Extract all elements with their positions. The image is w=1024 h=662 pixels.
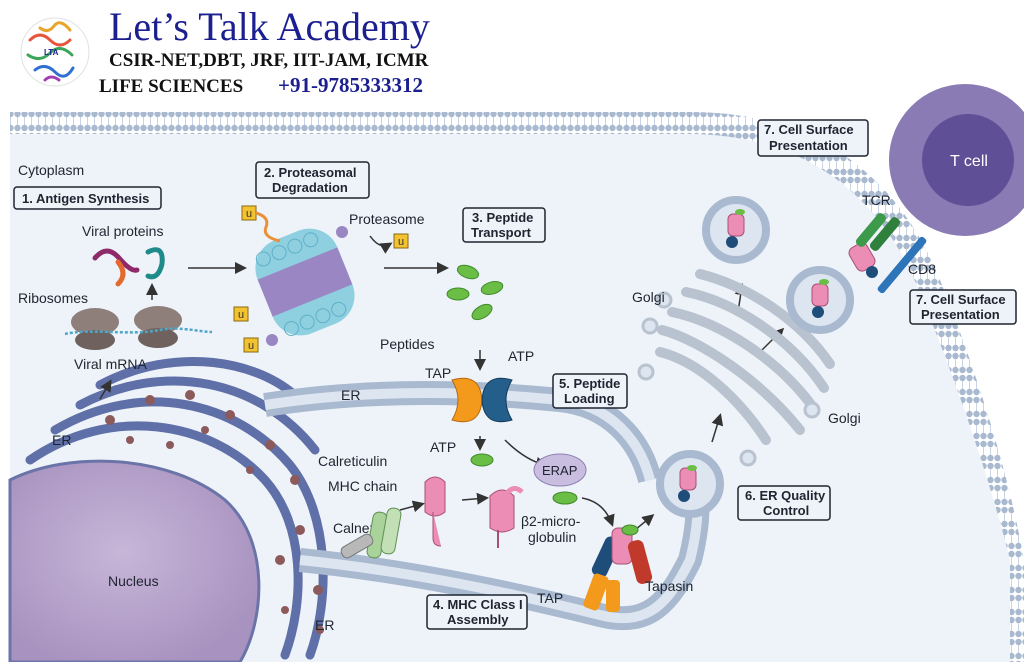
er-left-label: ER xyxy=(52,432,71,448)
ribosomes-label: Ribosomes xyxy=(18,290,88,306)
step-3-box: 3. Peptide Transport xyxy=(462,207,546,243)
erap-enzyme: ERAP xyxy=(533,453,587,487)
proteasome xyxy=(255,226,355,346)
step-7b-label-line1: 7. Cell Surface xyxy=(916,292,1006,307)
golgi-right-label: Golgi xyxy=(828,410,861,426)
step-7a-box: 7. Cell Surface Presentation xyxy=(757,119,869,157)
step-4-label-line2: Assembly xyxy=(447,612,509,627)
ribosomes xyxy=(64,306,213,350)
erap-label: ERAP xyxy=(542,463,577,478)
academy-logo: LTA xyxy=(20,17,90,87)
step-2-label-line1: 2. Proteasomal xyxy=(264,165,357,180)
svg-text:u: u xyxy=(238,309,244,321)
b2m-label-line2: globulin xyxy=(528,529,576,545)
step-7b-box: 7. Cell Surface Presentation xyxy=(909,289,1017,325)
t-cell: T cell xyxy=(889,84,1024,236)
step-4-box: 4. MHC Class I Assembly xyxy=(426,594,528,630)
mhc-chain-calreticulin xyxy=(489,486,524,548)
step-6-label-line2: Control xyxy=(763,503,809,518)
calnexin-protein xyxy=(340,507,402,559)
step-2-label-line2: Degradation xyxy=(272,180,348,195)
step-1-label: 1. Antigen Synthesis xyxy=(22,191,149,206)
golgi-apparatus xyxy=(655,269,835,445)
fusing-vesicle xyxy=(786,266,854,334)
t-cell-label: T cell xyxy=(950,153,988,170)
life-sciences-label: LIFE SCIENCES xyxy=(99,76,243,97)
atp-bottom-label: ATP xyxy=(430,439,456,455)
step-3-label-line2: Transport xyxy=(471,225,532,240)
step-5-label-line1: 5. Peptide xyxy=(559,376,620,391)
rough-er xyxy=(25,357,328,660)
step-7a-label-line1: 7. Cell Surface xyxy=(764,122,854,137)
er-lower-label: ER xyxy=(315,617,334,633)
tapasin-label: Tapasin xyxy=(645,578,693,594)
peptide-loading-complex xyxy=(583,524,653,612)
er-ribosomes xyxy=(105,390,324,634)
er-exit-vesicle xyxy=(656,450,724,518)
tap-transporter xyxy=(451,377,513,423)
b2m-label-line1: β2-micro- xyxy=(521,513,581,529)
golgi-vesicles xyxy=(637,291,821,467)
peptide-er-lumen xyxy=(470,453,494,467)
peptides-label: Peptides xyxy=(380,336,434,352)
er-upper-label: ER xyxy=(341,387,360,403)
academy-subtitle: CSIR-NET,DBT, JRF, IIT-JAM, ICMR xyxy=(109,50,429,71)
step-5-box: 5. Peptide Loading xyxy=(552,373,628,409)
tap-top-label: TAP xyxy=(425,365,451,381)
atp-top-label: ATP xyxy=(508,348,534,364)
proteasome-label: Proteasome xyxy=(349,211,425,227)
mhc-chain-free xyxy=(424,476,446,547)
viral-proteins-label: Viral proteins xyxy=(82,223,163,239)
cd8-label: CD8 xyxy=(908,261,936,277)
surface-mhc-complex xyxy=(848,242,878,278)
svg-text:u: u xyxy=(248,340,254,352)
viral-mrna-label: Viral mRNA xyxy=(74,356,148,372)
phone-number: +91-9785333312 xyxy=(278,73,423,97)
step-6-label-line1: 6. ER Quality xyxy=(745,488,826,503)
viral-protein-squiggles xyxy=(92,247,165,287)
secretory-vesicle-top xyxy=(702,196,770,264)
svg-text:u: u xyxy=(398,236,404,248)
tcr-label: TCR xyxy=(862,192,891,208)
calreticulin-label: Calreticulin xyxy=(318,453,387,469)
step-2-box: 2. Proteasomal Degradation xyxy=(255,161,370,199)
cd8-coreceptor xyxy=(877,236,927,294)
step-1-box: 1. Antigen Synthesis xyxy=(13,186,162,210)
step-6-box: 6. ER Quality Control xyxy=(737,485,831,521)
step-7a-label-line2: Presentation xyxy=(769,138,848,153)
nucleus-label: Nucleus xyxy=(108,573,159,589)
er-membrane-band xyxy=(263,381,710,631)
peptide-loading xyxy=(552,491,578,505)
academy-title: Let’s Talk Academy xyxy=(109,4,430,49)
mhc-chain-label: MHC chain xyxy=(328,478,397,494)
step-4-label-line1: 4. MHC Class I xyxy=(433,597,523,612)
tcr-receptor xyxy=(855,213,901,251)
step-5-label-line2: Loading xyxy=(564,391,615,406)
svg-text:LTA: LTA xyxy=(44,48,59,57)
golgi-top-label: Golgi xyxy=(632,289,665,305)
nucleus: Nucleus xyxy=(8,459,261,662)
svg-text:u: u xyxy=(246,208,252,220)
peptides-cytosol xyxy=(446,264,504,321)
step-3-label-line1: 3. Peptide xyxy=(472,210,533,225)
cytoplasm-label: Cytoplasm xyxy=(18,162,84,178)
step-7b-label-line2: Presentation xyxy=(921,307,1000,322)
tap-bottom-label: TAP xyxy=(537,590,563,606)
ubiquitin-tags: u u u u xyxy=(233,205,409,353)
